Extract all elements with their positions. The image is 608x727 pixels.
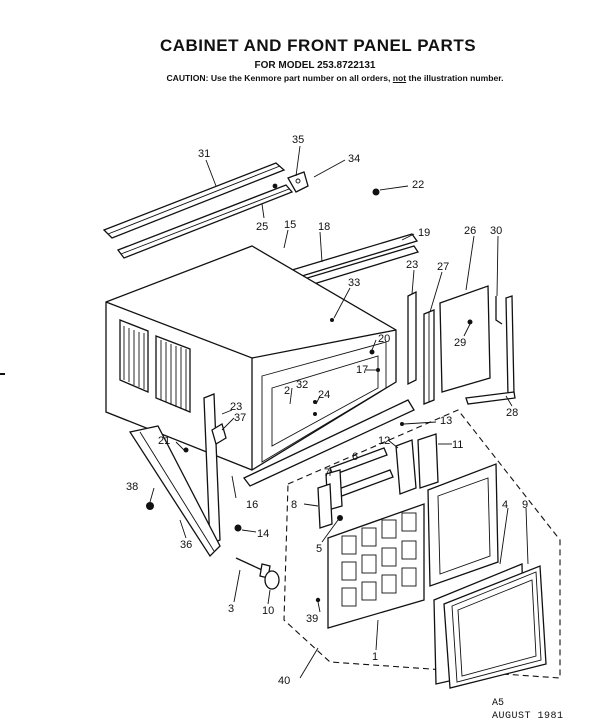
callout-12: 12 bbox=[378, 435, 390, 447]
callout-30: 30 bbox=[490, 225, 502, 237]
cabinet-15 bbox=[105, 245, 397, 471]
callout-20: 20 bbox=[378, 333, 390, 345]
callout-6: 6 bbox=[352, 451, 358, 463]
screw-13 bbox=[400, 422, 404, 426]
callout-17: 17 bbox=[356, 364, 368, 376]
side-channel-23b bbox=[203, 393, 221, 545]
callout-8: 8 bbox=[291, 499, 297, 511]
caution-text-not: not bbox=[392, 73, 407, 83]
callout-37: 37 bbox=[234, 412, 246, 424]
callout-2: 2 bbox=[284, 385, 290, 397]
side-channel-27 bbox=[423, 309, 435, 405]
page-title: CABINET AND FRONT PANEL PARTS bbox=[159, 36, 477, 55]
callout-28: 28 bbox=[506, 407, 518, 419]
base-strip-16 bbox=[243, 399, 415, 487]
callout-3: 3 bbox=[228, 603, 234, 615]
callout-21: 21 bbox=[158, 435, 170, 447]
bracket-34 bbox=[287, 171, 309, 193]
callout-36: 36 bbox=[180, 539, 192, 551]
margin-mark bbox=[0, 373, 5, 375]
side-channel-23a bbox=[407, 290, 417, 386]
front-grille-1 bbox=[327, 503, 425, 629]
caution-note: CAUTION: Use the Kenmore part number on … bbox=[100, 73, 570, 83]
leader-lines bbox=[149, 145, 529, 679]
panel-26 bbox=[439, 285, 491, 393]
callout-25: 25 bbox=[256, 221, 268, 233]
front-door-frame bbox=[427, 463, 499, 587]
support-arm-36 bbox=[128, 425, 221, 558]
callout-34: 34 bbox=[348, 153, 360, 165]
callout-14: 14 bbox=[257, 528, 269, 540]
callout-26: 26 bbox=[464, 225, 476, 237]
screw-5 bbox=[337, 515, 343, 521]
slide-8 bbox=[317, 483, 333, 529]
knob-10 bbox=[264, 570, 280, 590]
front-panel-assembly-40 bbox=[283, 409, 561, 679]
callout-18: 18 bbox=[318, 221, 330, 233]
caution-text-end: the illustration number. bbox=[406, 73, 504, 83]
top-rail-25 bbox=[116, 184, 294, 259]
screw-21 bbox=[183, 447, 189, 453]
callout-32: 32 bbox=[296, 379, 308, 391]
panel-9 bbox=[443, 565, 547, 689]
screw-22 bbox=[372, 188, 380, 196]
bracket-11-12 bbox=[395, 433, 439, 495]
side-vent-left bbox=[119, 319, 149, 393]
model-line: FOR MODEL 253.8722131 bbox=[254, 60, 376, 71]
callout-4: 4 bbox=[502, 499, 508, 511]
caution-text-start: CAUTION: Use the Kenmore part number on … bbox=[166, 73, 393, 83]
callout-23-left: 23 bbox=[230, 401, 242, 413]
callout-40: 40 bbox=[278, 675, 290, 687]
callout-labels: 31 35 34 22 25 15 18 19 26 30 23 27 33 2… bbox=[126, 134, 528, 687]
callout-29: 29 bbox=[454, 337, 466, 349]
callout-24: 24 bbox=[318, 389, 330, 401]
screw-20 bbox=[369, 349, 375, 355]
screw-39 bbox=[315, 597, 321, 603]
screw-29 bbox=[467, 319, 473, 325]
callout-33: 33 bbox=[348, 277, 360, 289]
callout-5: 5 bbox=[316, 543, 322, 555]
grommet-14 bbox=[234, 524, 242, 532]
screw-17 bbox=[376, 368, 380, 372]
screw-35 bbox=[272, 183, 278, 189]
strip-28 bbox=[465, 295, 516, 405]
page-code: A5 bbox=[492, 698, 505, 709]
callout-39: 39 bbox=[306, 613, 318, 625]
callout-1: 1 bbox=[372, 651, 378, 663]
callout-7: 7 bbox=[324, 467, 330, 479]
callout-19: 19 bbox=[418, 227, 430, 239]
callout-22: 22 bbox=[412, 179, 424, 191]
callout-23-top: 23 bbox=[406, 259, 418, 271]
screw-38 bbox=[146, 502, 154, 510]
callout-38: 38 bbox=[126, 481, 138, 493]
callout-13: 13 bbox=[440, 415, 452, 427]
publication-date: AUGUST 1981 bbox=[492, 711, 564, 722]
bracket-30 bbox=[495, 296, 503, 325]
callout-9: 9 bbox=[522, 499, 528, 511]
top-rail-31 bbox=[102, 162, 286, 239]
callout-10: 10 bbox=[262, 605, 274, 617]
side-vent-right bbox=[155, 335, 191, 413]
callout-15: 15 bbox=[284, 219, 296, 231]
callout-35: 35 bbox=[292, 134, 304, 146]
callout-31: 31 bbox=[198, 148, 210, 160]
callout-27: 27 bbox=[437, 261, 449, 273]
screw-33 bbox=[330, 318, 334, 322]
callout-16: 16 bbox=[246, 499, 258, 511]
callout-11: 11 bbox=[452, 439, 463, 451]
bolt-3 bbox=[235, 557, 271, 579]
